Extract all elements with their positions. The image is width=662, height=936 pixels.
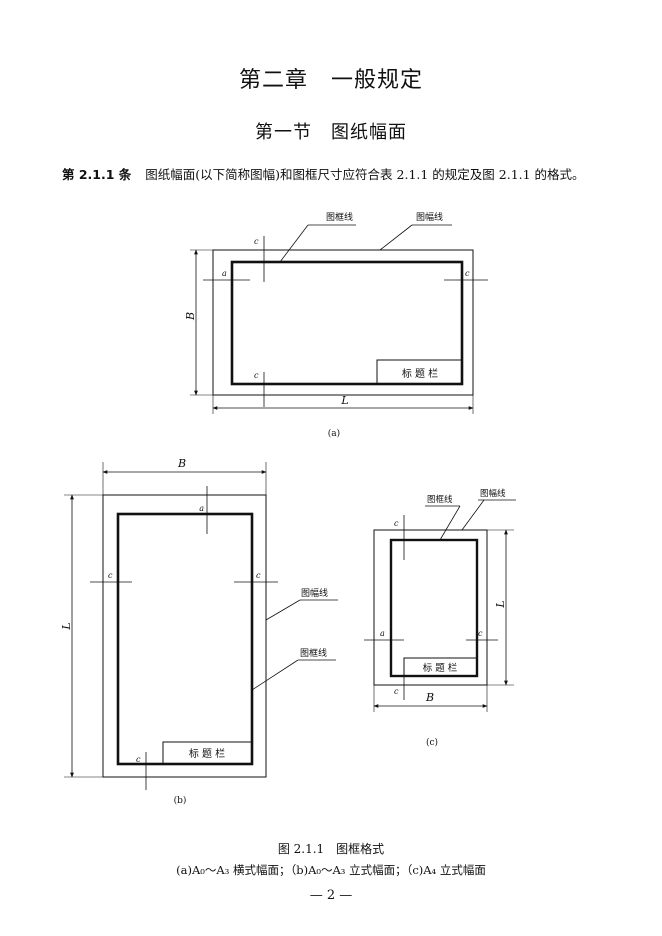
- clause-paragraph: 第 2.1.1 条图纸幅面(以下简称图幅)和图框尺寸应符合表 2.1.1 的规定…: [36, 164, 636, 186]
- figure-caption-detail: (a)A₀～A₃ 横式幅面；（b)A₀～A₃ 立式幅面；（c)A₄ 立式幅面: [176, 863, 486, 877]
- figure-a-dim-c-right: c: [465, 269, 470, 278]
- figure-a-title-block-text: 标 题 栏: [402, 367, 438, 380]
- figure-b-title-block: [162, 741, 253, 765]
- figure-b-sublabel: (b): [174, 795, 187, 806]
- figure-c-sheet-line: [373, 529, 488, 686]
- figure-b-sheet-line: [102, 494, 267, 778]
- page-number: — 2 —: [309, 888, 353, 903]
- chapter-title: 第二章 一般规定: [238, 68, 423, 93]
- figure-c: 标 题 栏 图框线 图幅线 c a c c L B (c): [364, 488, 516, 748]
- figure-b-frame-line: [116, 512, 254, 766]
- figure-c-frame-line-label: 图框线: [427, 494, 453, 505]
- figure-c-dim-a: a: [380, 629, 385, 638]
- figure-a: 标 题 栏 图框线 图幅线 c c a c B L (a): [184, 211, 488, 439]
- figure-b-dim-c-left: c: [108, 571, 113, 580]
- figure-a-sheet-line-label: 图幅线: [416, 211, 443, 223]
- figure-a-dim-B: B: [184, 312, 197, 321]
- figure-a-sublabel: (a): [328, 428, 340, 439]
- figure-a-dim-c-top: c: [254, 237, 259, 246]
- figure-a-dim-a: a: [222, 269, 227, 278]
- figure-b-dim-a: a: [199, 504, 204, 513]
- figure-b-dim-L: L: [60, 622, 73, 630]
- figure-c-dim-L: L: [494, 600, 507, 608]
- figure-a-frame-line-label: 图框线: [326, 211, 353, 223]
- figure-caption: 图 2.1.1 图框格式: [277, 842, 385, 856]
- figure-c-dim-B: B: [425, 691, 434, 704]
- figure-a-sheet-line: [212, 249, 474, 396]
- figure-c-dim-c-top: c: [394, 519, 399, 528]
- figure-c-title-block-text: 标 题 栏: [423, 662, 458, 674]
- figure-a-dim-L: L: [340, 394, 348, 407]
- figure-a-dim-c-bottom: c: [254, 371, 259, 380]
- figure-c-frame-line: [389, 538, 479, 678]
- figure-c-sheet-line-label: 图幅线: [480, 488, 506, 499]
- figure-b-sheet-line-label: 图幅线: [301, 587, 328, 599]
- clause-number: 第 2.1.1 条: [62, 167, 132, 182]
- figure-c-dim-c-right: c: [478, 629, 483, 638]
- figure-a-title-block: [376, 359, 463, 385]
- figure-b-frame-line-label: 图框线: [300, 647, 327, 659]
- figure-b-title-block-text: 标 题 栏: [189, 747, 225, 760]
- clause-text: 图纸幅面(以下简称图幅)和图框尺寸应符合表 2.1.1 的规定及图 2.1.1 …: [145, 167, 585, 182]
- figure-c-dim-c-bottom: c: [394, 687, 399, 696]
- figure-b-dim-c-right: c: [256, 571, 261, 580]
- figure-b: 标 题 栏 B L a c c c 图幅线 图框线 (b): [60, 457, 338, 806]
- figure-b-dim-B: B: [177, 457, 186, 470]
- figure-c-sublabel: (c): [426, 737, 438, 748]
- figure-a-frame-line: [230, 260, 464, 386]
- section-title: 第一节 图纸幅面: [255, 122, 407, 143]
- figure-b-dim-c-bottom: c: [136, 755, 141, 764]
